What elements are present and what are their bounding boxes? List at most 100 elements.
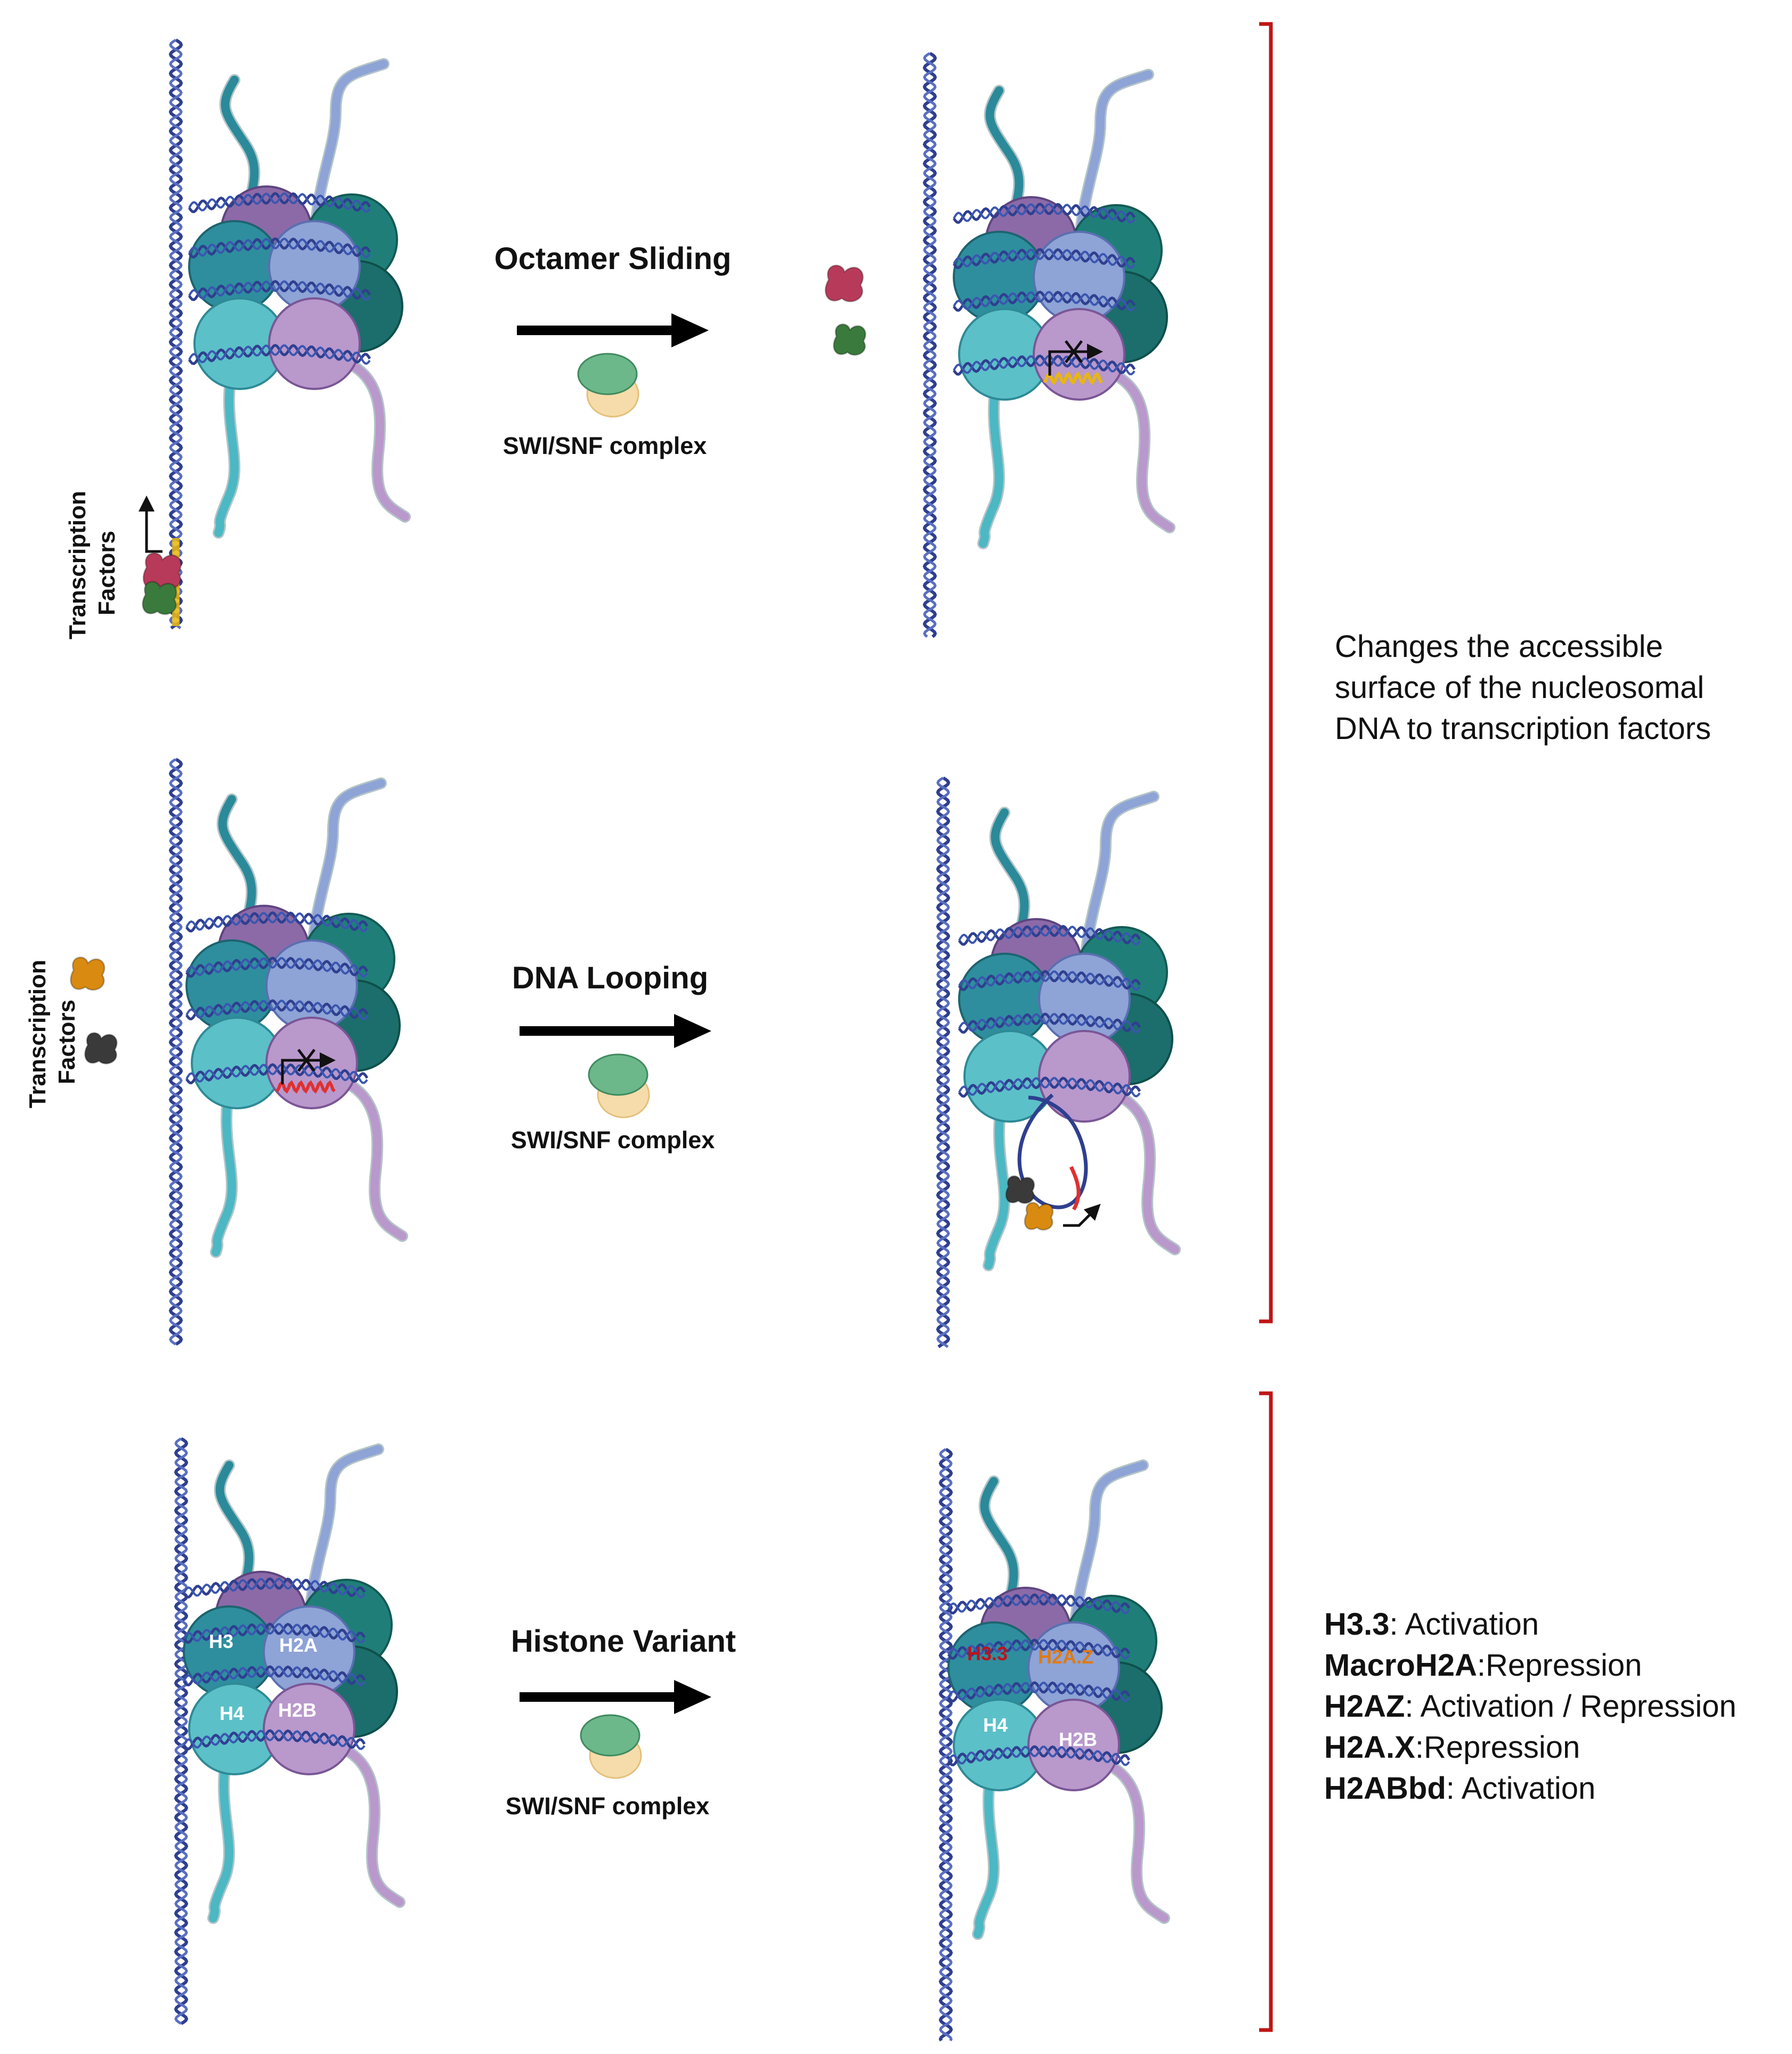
histone-h2b xyxy=(268,297,361,390)
dna-wrap xyxy=(185,957,368,978)
dna-backbone xyxy=(169,758,183,1346)
dna-wrap xyxy=(947,1682,1130,1702)
tf-label-line2: Factors xyxy=(54,1000,80,1084)
dna-wrap xyxy=(183,1623,366,1644)
dna-wrap xyxy=(183,1578,366,1598)
note-line: DNA to transcription factors xyxy=(1335,711,1711,746)
dna-wrap xyxy=(188,344,371,365)
histone-h2b-label: H2B xyxy=(278,1699,317,1721)
dna-wrap xyxy=(188,238,371,258)
histone-tail xyxy=(1085,1754,1169,1922)
process-arrow-head xyxy=(674,1014,711,1048)
dna-wrap xyxy=(947,1639,1130,1660)
histone-h3-label: H3 xyxy=(209,1630,233,1652)
bracket xyxy=(1259,1391,1273,2032)
tss-arrow xyxy=(1048,344,1103,376)
histone-h2b xyxy=(1038,1030,1131,1123)
variant-name: H2ABbd xyxy=(1324,1771,1446,1806)
swi-snf-subunit xyxy=(577,353,638,395)
histone-h2b-label: H2B xyxy=(1059,1728,1097,1750)
histone-tail xyxy=(1091,363,1174,532)
dna-backbone xyxy=(168,758,183,1346)
tf-label-row2: Transcription Factors xyxy=(25,960,80,1108)
variant-item: H2A.X:Repression xyxy=(1324,1727,1737,1768)
process-arrow-head xyxy=(674,1680,711,1714)
histone-h2b xyxy=(265,1017,358,1109)
dna-strand xyxy=(938,1448,953,2042)
dna-wrap xyxy=(947,1746,1130,1766)
dna-wrap xyxy=(185,912,368,932)
accessibility-note: Changes the accessible surface of the nu… xyxy=(1335,626,1711,749)
variant-effect: : Activation xyxy=(1389,1607,1539,1642)
nucleosome xyxy=(182,1443,406,1924)
dna-wrap xyxy=(183,1666,366,1686)
dna-backbone xyxy=(923,52,937,638)
histone-h4-label: H4 xyxy=(983,1714,1008,1736)
transcription-factor-grey xyxy=(1005,1175,1035,1204)
nucleosome xyxy=(952,69,1175,549)
dna-wrap xyxy=(953,291,1136,312)
dna-strand xyxy=(168,758,183,1346)
variant-item: H3.3: Activation xyxy=(1324,1604,1737,1645)
tf-label-line1: Transcription xyxy=(25,960,51,1108)
enzyme-label: SWI/SNF complex xyxy=(503,432,707,459)
dna-strand xyxy=(168,38,183,630)
nucleosome xyxy=(188,58,411,539)
histone-tail xyxy=(984,1085,1009,1270)
histone-tail xyxy=(979,363,1003,548)
variant-name: H2A.X xyxy=(1324,1730,1415,1765)
dna-wrap xyxy=(958,1013,1141,1034)
dna-strand xyxy=(936,776,951,1349)
enzyme-label: SWI/SNF complex xyxy=(511,1126,715,1154)
dna-wrap xyxy=(188,280,371,301)
dna-loop xyxy=(1017,1093,1088,1209)
dna-backbone xyxy=(938,1448,953,2042)
tf-label-row1: Transcription Factors xyxy=(64,491,120,639)
variant-item: H2AZ: Activation / Repression xyxy=(1324,1686,1737,1727)
dna-backbone xyxy=(936,776,950,1348)
histone-tail xyxy=(326,353,409,521)
promoter-segment xyxy=(275,1080,336,1094)
dna-wrap xyxy=(947,1594,1130,1614)
histone-tail xyxy=(974,1754,998,1938)
tss-arrow xyxy=(139,496,163,553)
transcription-factor-orange xyxy=(1024,1201,1054,1231)
process-label: DNA Looping xyxy=(512,961,708,995)
histone-h2b xyxy=(263,1683,355,1775)
histone-tail xyxy=(209,1738,233,1922)
dna-backbone xyxy=(168,38,183,630)
dna-wrap xyxy=(953,248,1136,269)
bracket xyxy=(1259,22,1273,1324)
tss-arrow xyxy=(1063,1204,1101,1227)
dna-wrap xyxy=(953,203,1136,224)
dna-backbone xyxy=(936,776,951,1349)
transcription-factor-orange xyxy=(70,956,106,991)
dna-wrap xyxy=(185,1000,368,1020)
dna-backbone xyxy=(939,1448,953,2041)
transcription-factor-red xyxy=(824,264,864,303)
dna-backbone xyxy=(174,1437,188,2025)
process-arrow-head xyxy=(671,313,709,347)
dna-wrap xyxy=(183,1730,366,1750)
histone-h2b xyxy=(1027,1699,1120,1791)
variant-name: MacroH2A xyxy=(1324,1648,1477,1683)
swi-snf-complex-icon xyxy=(577,353,639,418)
variant-name: H2AZ xyxy=(1324,1689,1405,1724)
dna-wrap xyxy=(188,192,371,213)
nucleosome xyxy=(185,777,408,1258)
process-dna-looping: DNA Looping SWI/SNF complex xyxy=(511,961,715,1154)
transcription-factor-green xyxy=(142,581,177,615)
dna-backbone xyxy=(174,1437,189,2025)
histone-tail xyxy=(1096,1085,1179,1254)
nucleosome xyxy=(947,1459,1170,1940)
dna-strand xyxy=(174,1437,189,2025)
transcription-factor-grey xyxy=(84,1032,118,1065)
variant-item: MacroH2A:Repression xyxy=(1324,1645,1737,1686)
variant-name: H3.3 xyxy=(1324,1607,1390,1642)
promoter-segment xyxy=(1043,371,1104,385)
histone-labels-before: H3 H2A H4 H2B xyxy=(209,1630,318,1724)
histone-labels-after: H3.3 H2A.Z H4 H2B xyxy=(967,1643,1097,1750)
tf-label-line1: Transcription xyxy=(64,491,91,639)
histone-h33-label: H3.3 xyxy=(967,1643,1008,1665)
